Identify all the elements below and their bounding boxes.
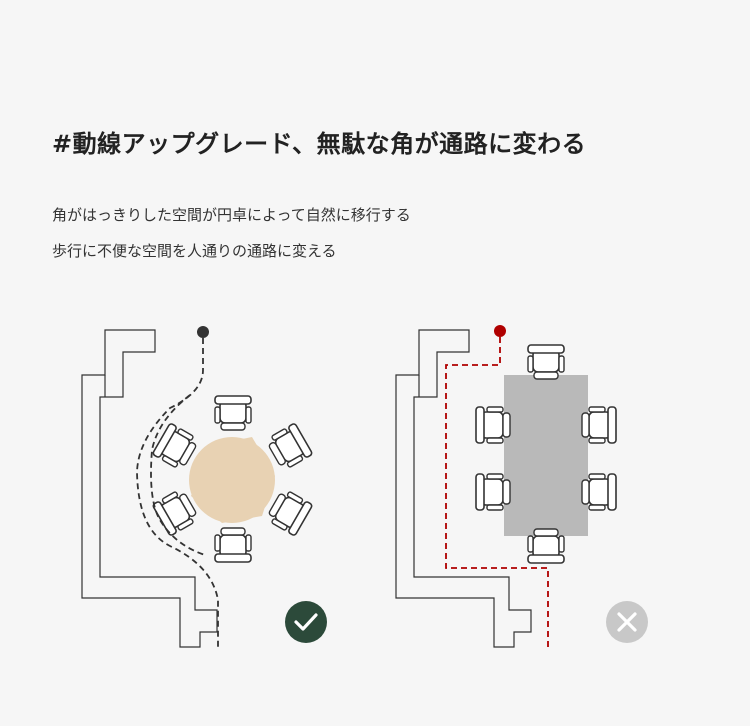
chair bbox=[527, 528, 565, 564]
right-wall-outline bbox=[395, 329, 532, 648]
right-walking-path bbox=[445, 337, 549, 648]
chair bbox=[264, 487, 314, 537]
left-path-start-dot bbox=[197, 326, 209, 338]
description-line-1: 角がはっきりした空間が円卓によって自然に移行する bbox=[52, 206, 411, 224]
chair bbox=[475, 406, 511, 444]
page-title: #動線アップグレード、無駄な角が通路に変わる bbox=[52, 130, 587, 158]
left-wall-outline bbox=[81, 329, 218, 648]
right-path-start-dot bbox=[494, 325, 506, 337]
round-table-fill bbox=[189, 437, 275, 523]
chair bbox=[581, 406, 617, 444]
left-walking-path-inner bbox=[150, 394, 206, 556]
left-walking-path bbox=[136, 338, 219, 648]
chair bbox=[475, 473, 511, 511]
chair bbox=[214, 527, 252, 563]
left-panel bbox=[81, 326, 327, 648]
right-panel bbox=[395, 325, 648, 648]
description-line-2: 歩行に不便な空間を人通りの通路に変える bbox=[52, 242, 337, 260]
rectangular-table bbox=[504, 375, 588, 536]
chair bbox=[264, 422, 314, 472]
chair bbox=[527, 344, 565, 380]
chair bbox=[214, 395, 252, 431]
cross-icon bbox=[617, 612, 637, 632]
chair bbox=[581, 473, 617, 511]
check-icon bbox=[294, 613, 318, 631]
verdict-badge-good bbox=[285, 601, 327, 643]
